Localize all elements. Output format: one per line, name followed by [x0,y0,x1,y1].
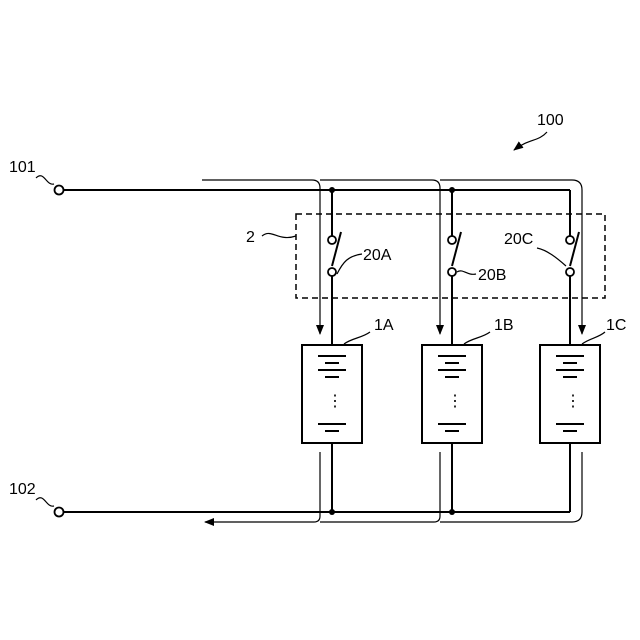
cell-ellipsis: ⋮ [447,393,463,410]
switch-20c-label: 20C [504,231,533,248]
terminal-101-node [55,186,64,195]
system-label: 100 [537,112,564,129]
terminal-101-label: 101 [9,159,36,176]
switch-20a-label: 20A [363,247,392,264]
switch-unit-box [296,214,605,298]
battery-1a-label: 1A [374,317,394,334]
switch-unit-label: 2 [246,229,255,246]
terminal-102-node [55,508,64,517]
branch-b [422,190,482,512]
battery-1c-label: 1C [606,317,626,334]
branch-c [540,190,600,512]
cell-ellipsis: ⋮ [565,393,581,410]
cell-ellipsis: ⋮ [327,393,343,410]
branch-a [302,190,362,512]
terminal-102-label: 102 [9,481,36,498]
battery-1b-label: 1B [494,317,514,334]
switch-20b-label: 20B [478,267,506,284]
reference-arrow-icon [514,132,547,150]
